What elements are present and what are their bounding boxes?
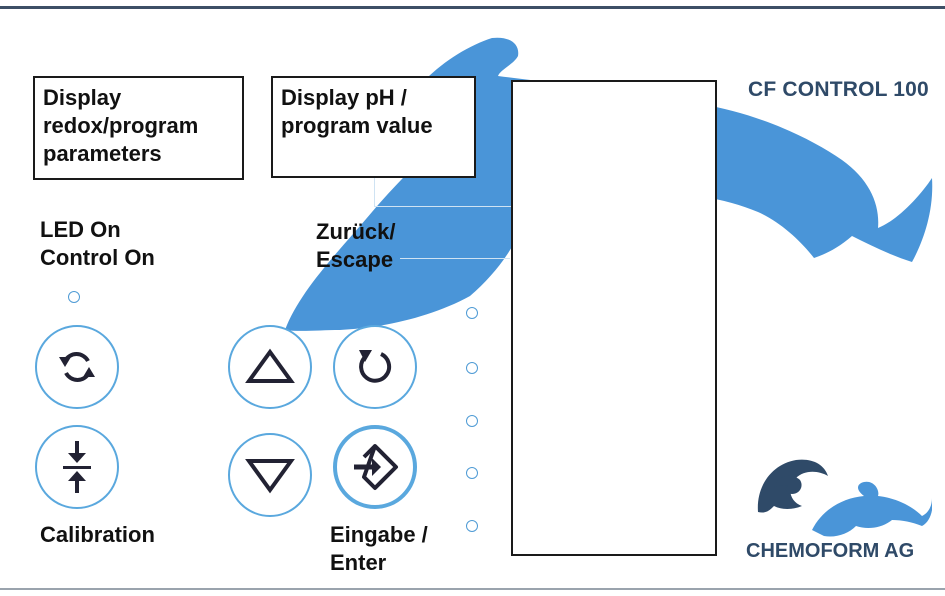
led-1	[466, 307, 478, 319]
down-button[interactable]	[228, 433, 312, 517]
calibration-arrows-icon	[63, 441, 91, 493]
main-display-window	[511, 80, 717, 556]
undo-icon	[359, 350, 392, 383]
triangle-up-icon	[245, 348, 295, 383]
triangle-down-icon	[245, 459, 295, 494]
up-button[interactable]	[228, 325, 312, 409]
ph-display-label-box: Display pH / program value	[271, 76, 476, 178]
redox-display-label-box: Display redox/program parameters	[33, 76, 244, 180]
chemoform-logo	[757, 459, 932, 537]
enter-label: Eingabe / Enter	[330, 522, 428, 575]
led-4	[466, 467, 478, 479]
enter-button[interactable]	[333, 425, 417, 509]
calibration-label: Calibration	[40, 522, 155, 547]
led-5	[466, 520, 478, 532]
refresh-icon	[59, 352, 95, 382]
ph-display-label: Display pH / program value	[281, 85, 433, 138]
escape-label: Zurück/ Escape	[316, 219, 396, 272]
bottom-frame-edge	[0, 588, 945, 590]
led-status-label: LED On Control On	[40, 217, 155, 270]
enter-icon	[354, 444, 398, 490]
calibration-button[interactable]	[35, 425, 119, 509]
top-frame-edge	[0, 6, 945, 9]
led-2	[466, 362, 478, 374]
led-3	[466, 415, 478, 427]
model-title: CF CONTROL 100	[748, 78, 929, 101]
connector-outline	[374, 178, 511, 207]
escape-button[interactable]	[333, 325, 417, 409]
brand-name: CHEMOFORM AG	[746, 540, 915, 562]
control-toggle-button[interactable]	[35, 325, 119, 409]
redox-display-label: Display redox/program parameters	[43, 85, 199, 166]
led-control-on	[68, 291, 80, 303]
connector-outline-lower	[400, 258, 510, 259]
